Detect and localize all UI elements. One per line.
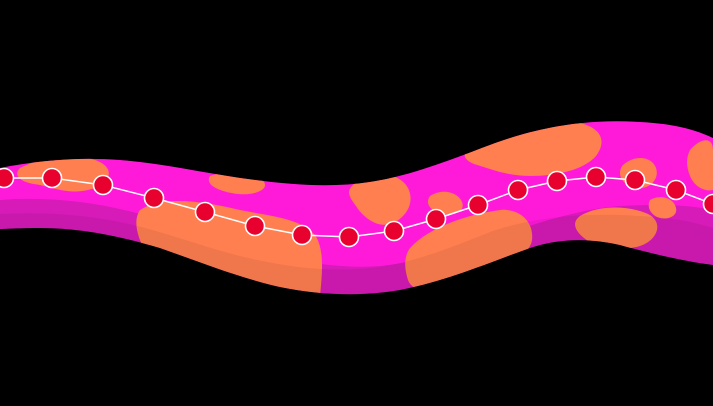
path-node[interactable] bbox=[507, 179, 529, 201]
terrain-patch bbox=[405, 209, 533, 291]
path-node[interactable] bbox=[194, 201, 216, 223]
terrain-patch bbox=[648, 197, 677, 219]
path-node[interactable] bbox=[244, 215, 266, 237]
path-node[interactable] bbox=[425, 208, 447, 230]
terrain-patch bbox=[687, 140, 713, 191]
path-node[interactable] bbox=[467, 194, 489, 216]
path-node[interactable] bbox=[383, 220, 405, 242]
level-path bbox=[0, 166, 713, 248]
path-node[interactable] bbox=[291, 224, 313, 246]
path-node[interactable] bbox=[143, 187, 165, 209]
path-node[interactable] bbox=[0, 167, 15, 189]
path-node[interactable] bbox=[338, 226, 360, 248]
path-node[interactable] bbox=[665, 179, 687, 201]
path-node[interactable] bbox=[624, 169, 646, 191]
terrain-patches bbox=[17, 121, 713, 295]
terrain-patch bbox=[349, 174, 411, 225]
path-node[interactable] bbox=[41, 167, 63, 189]
path-node[interactable] bbox=[546, 170, 568, 192]
track-side-shade bbox=[0, 213, 713, 295]
path-node[interactable] bbox=[702, 193, 713, 215]
path-node[interactable] bbox=[92, 174, 114, 196]
terrain-patch bbox=[575, 207, 658, 249]
path-node[interactable] bbox=[585, 166, 607, 188]
terrain-patch bbox=[136, 200, 323, 295]
